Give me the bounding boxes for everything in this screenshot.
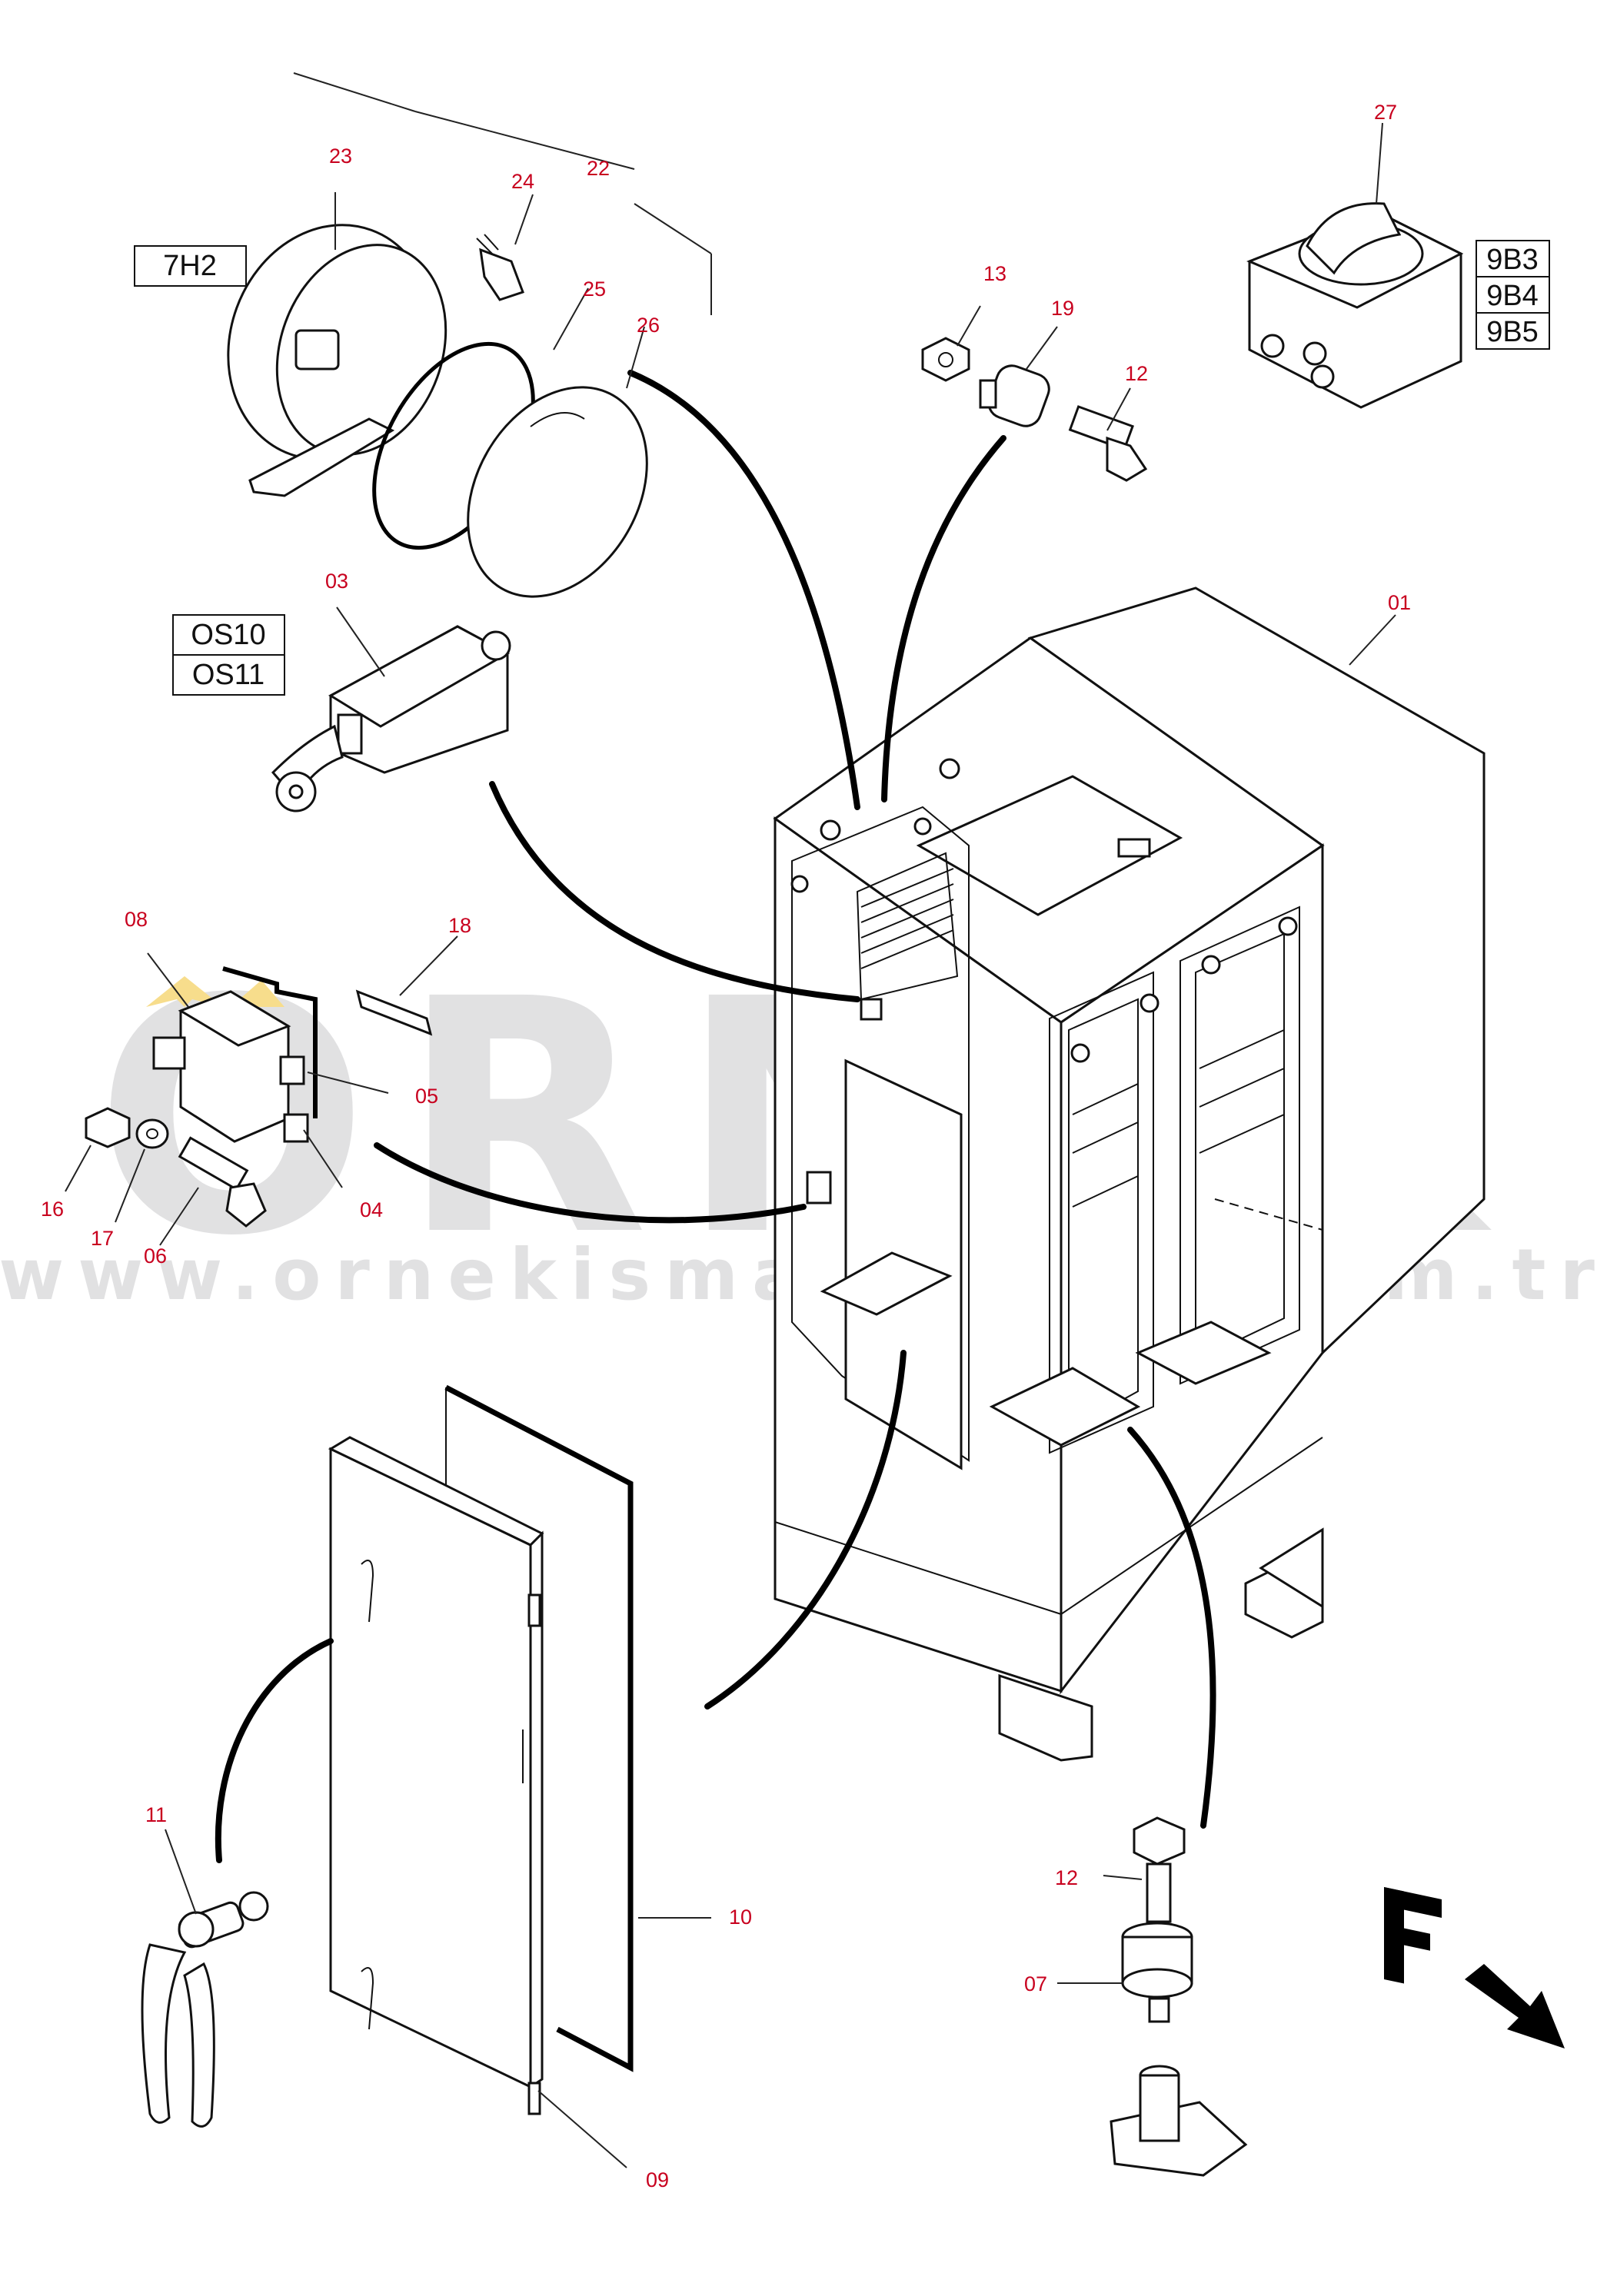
- ref-box-9B4: 9B4: [1476, 276, 1550, 314]
- label-03: 03: [325, 570, 348, 593]
- ref-box-label: 7H2: [163, 250, 217, 282]
- levelling-foot: [1110, 1816, 1248, 2177]
- label-25: 25: [583, 277, 606, 301]
- label-06: 06: [144, 1244, 167, 1268]
- label-10: 10: [729, 1906, 752, 1929]
- mount-fastener-set: [921, 337, 1148, 482]
- label-13: 13: [983, 262, 1006, 285]
- ref-box-9B3: 9B3: [1476, 240, 1550, 277]
- ref-box-7H2: 7H2: [134, 245, 247, 287]
- ref-box-label: OS11: [192, 659, 265, 691]
- selector-box: [1246, 202, 1464, 409]
- limit-switch: [271, 625, 511, 812]
- assembly-callout-curves: [215, 370, 1216, 1863]
- door-handle: [141, 1891, 269, 2128]
- label-12-upper: 12: [1125, 362, 1148, 385]
- ref-box-label: 9B4: [1486, 280, 1539, 312]
- label-16: 16: [41, 1198, 64, 1221]
- part-labels: 01 03 04 05 06 07 08 09 10 11 12 12 13 1…: [41, 101, 1411, 2191]
- label-05: 05: [415, 1085, 438, 1108]
- label-23: 23: [329, 145, 352, 168]
- label-24: 24: [511, 170, 534, 193]
- label-11: 11: [145, 1803, 167, 1826]
- ref-box-OS11: OS11: [172, 654, 285, 696]
- label-09: 09: [646, 2168, 669, 2191]
- relay-assembly: [152, 966, 433, 1143]
- leader-lines: [65, 72, 1396, 2168]
- bell-assembly: [227, 224, 648, 598]
- ref-box-9B5: 9B5: [1476, 312, 1550, 350]
- letter-F-icon: [1384, 1887, 1442, 1984]
- label-17: 17: [91, 1227, 114, 1250]
- watermark-accent-icon: [146, 976, 223, 1007]
- label-08: 08: [125, 908, 148, 931]
- label-07: 07: [1024, 1972, 1047, 1995]
- label-26: 26: [637, 314, 660, 337]
- ref-box-label: 9B5: [1486, 316, 1539, 348]
- label-12-lower: 12: [1055, 1866, 1078, 1889]
- label-01: 01: [1388, 591, 1411, 614]
- label-27: 27: [1374, 101, 1397, 124]
- cabinet-door: [328, 1384, 634, 2115]
- arrow-down-right-icon: [1465, 1964, 1565, 2048]
- ref-box-label: 9B3: [1486, 244, 1539, 276]
- ref-box-label: OS10: [191, 619, 265, 651]
- label-04: 04: [360, 1198, 383, 1221]
- direction-marker: [1384, 1887, 1565, 2048]
- bulb: [476, 234, 524, 301]
- label-19: 19: [1051, 297, 1074, 320]
- cabinet-body: [773, 586, 1486, 1762]
- label-22: 22: [587, 157, 610, 180]
- label-18: 18: [448, 914, 471, 937]
- screw-set: [85, 1107, 267, 1228]
- ref-box-OS10: OS10: [172, 614, 285, 656]
